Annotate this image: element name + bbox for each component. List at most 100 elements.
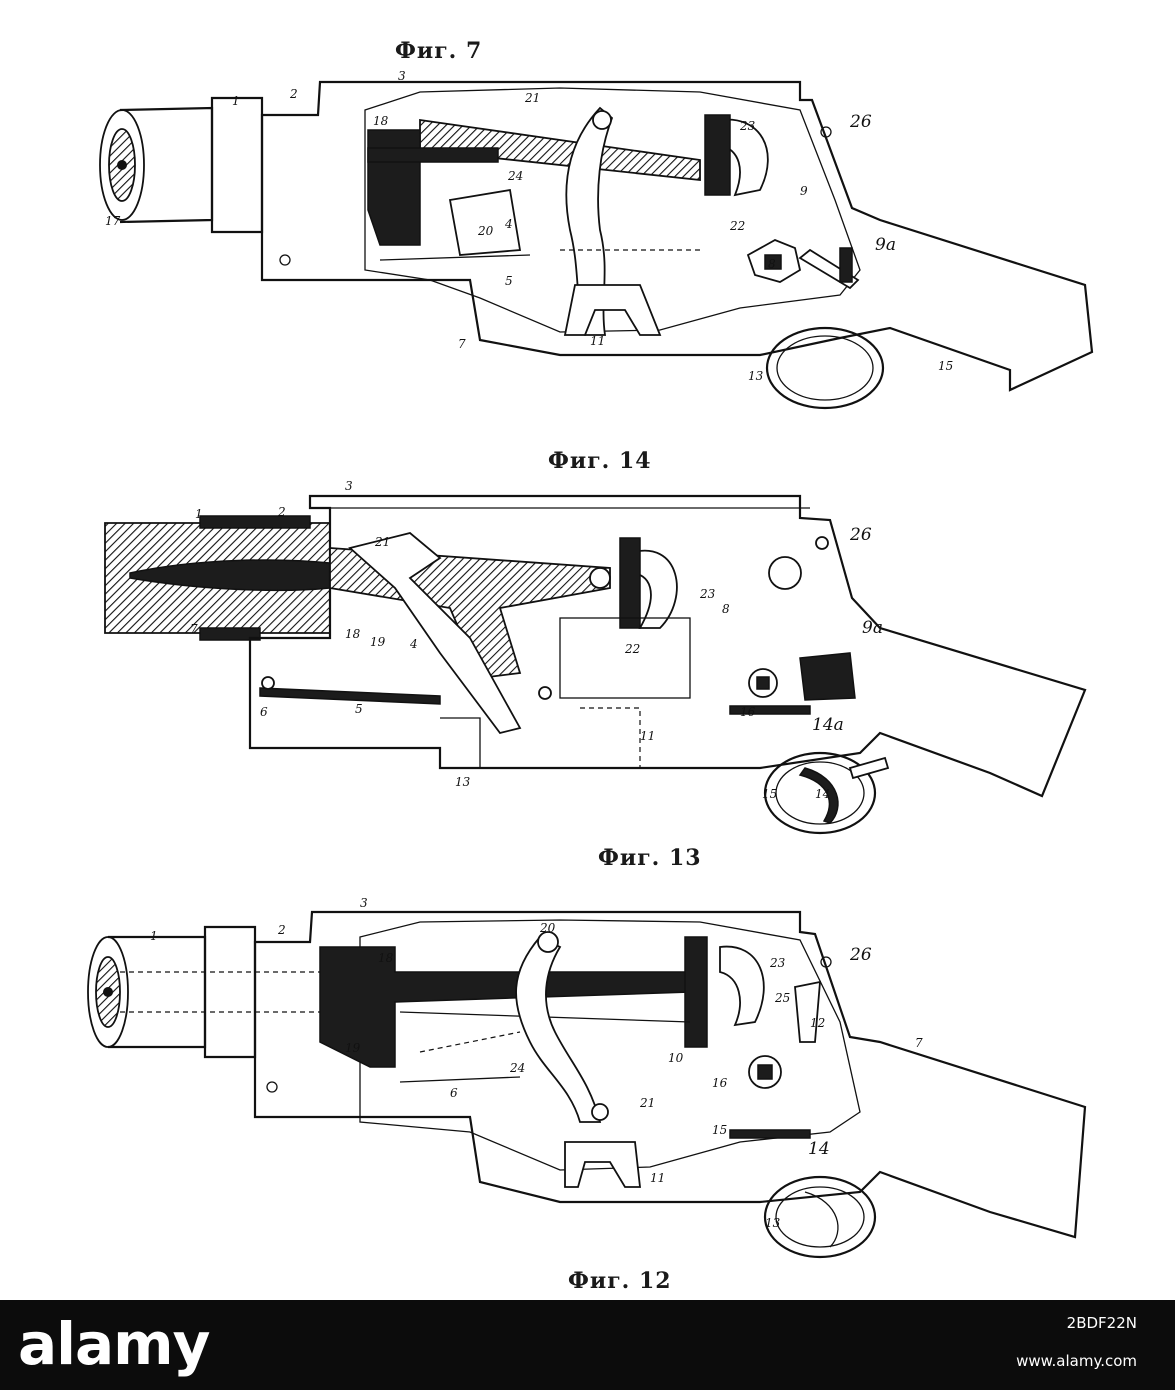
- post-9: [768, 556, 802, 590]
- svg-text:26: 26: [849, 945, 872, 965]
- screw-26-13: [815, 536, 829, 550]
- hammer-23-12: [719, 945, 765, 1027]
- svg-text:25: 25: [774, 991, 790, 1005]
- jacket-bottom: [199, 627, 261, 641]
- image-id: 2BDF22N: [1066, 1314, 1137, 1332]
- site-url: www.alamy.com: [1016, 1352, 1137, 1370]
- svg-text:18: 18: [373, 114, 389, 128]
- hammer-23: [719, 118, 769, 197]
- spring-pack: [799, 652, 856, 701]
- svg-text:14: 14: [808, 1139, 830, 1159]
- bolt-top-block: [684, 936, 708, 1048]
- svg-text:13: 13: [455, 775, 471, 789]
- diagram-plate: Фиг. 7: [0, 38, 1175, 1294]
- bolt-12: [319, 946, 691, 1068]
- guide-rod: [379, 254, 531, 261]
- svg-text:16: 16: [740, 705, 756, 719]
- bore-center: [117, 160, 127, 170]
- bore-center-12: [103, 987, 113, 997]
- svg-text:3: 3: [345, 479, 353, 493]
- receiver-screw: [279, 254, 291, 266]
- svg-text:11: 11: [650, 1171, 665, 1185]
- part-numbers-fig12: 1 2 3 26 7 14 13 15 16 11 21 20 18 19 23…: [150, 896, 923, 1230]
- latch-14: [729, 1129, 811, 1139]
- svg-text:1: 1: [195, 507, 203, 521]
- svg-text:21: 21: [639, 1096, 655, 1110]
- receiver-outline-13: [248, 494, 1087, 798]
- svg-text:22: 22: [729, 219, 745, 233]
- svg-text:22: 22: [624, 642, 640, 656]
- block-22: [704, 114, 731, 196]
- lever-21-12: [515, 935, 602, 1123]
- lever-pivot: [592, 110, 612, 130]
- svg-text:2: 2: [277, 923, 286, 937]
- lever-21: [565, 106, 614, 336]
- svg-text:13: 13: [765, 1216, 781, 1230]
- svg-text:23: 23: [739, 119, 756, 133]
- svg-text:6: 6: [450, 1086, 458, 1100]
- svg-text:7: 7: [190, 622, 198, 636]
- barrel-sleeve-12: [203, 925, 257, 1059]
- latch-14a: [729, 705, 811, 715]
- safety-center-12: [757, 1064, 773, 1080]
- svg-text:3: 3: [360, 896, 368, 910]
- svg-text:6: 6: [260, 705, 268, 719]
- caption-fig12: Фиг. 12: [568, 1268, 672, 1294]
- lever-fork-12: [564, 1141, 642, 1188]
- receiver-outline-12: [253, 910, 1087, 1239]
- svg-text:9: 9: [800, 184, 808, 198]
- svg-text:9a: 9a: [862, 618, 883, 638]
- cutaway-window: [364, 87, 861, 333]
- svg-text:5: 5: [355, 702, 363, 716]
- trigger-guard-12: [763, 1175, 877, 1259]
- svg-text:18: 18: [345, 627, 361, 641]
- screw-26-12: [820, 956, 832, 968]
- svg-text:5: 5: [505, 274, 513, 288]
- svg-text:23: 23: [699, 587, 716, 601]
- screw-mid: [538, 686, 552, 700]
- lever-fork: [563, 284, 662, 336]
- safety-center: [764, 254, 782, 270]
- foot-plate: [440, 717, 481, 768]
- svg-text:26: 26: [849, 525, 872, 545]
- receiver-screw-12: [266, 1081, 278, 1093]
- svg-text:4: 4: [504, 217, 513, 231]
- trigger-guard-inner-12: [775, 1186, 865, 1248]
- svg-text:21: 21: [374, 535, 390, 549]
- svg-text:19: 19: [345, 1041, 361, 1055]
- svg-text:10: 10: [668, 1051, 684, 1065]
- trigger-guard: [765, 326, 885, 410]
- svg-text:15: 15: [712, 1123, 727, 1137]
- figure-13-drawing: 1 2 3 26 9a 14a 14 15 16 13 11 21 22 23 …: [0, 478, 1175, 848]
- svg-text:3: 3: [398, 70, 406, 83]
- part-numbers-fig7: 1 2 3 26 9a 9 8 21 20 18 23 22 24 4 5 7 …: [105, 70, 953, 383]
- lower-plate-6: [259, 687, 441, 705]
- breech-bar: [367, 147, 499, 163]
- svg-text:16: 16: [712, 1076, 728, 1090]
- block-22-13: [619, 537, 641, 629]
- cock-lever: [794, 980, 821, 1043]
- svg-text:2: 2: [289, 87, 298, 101]
- svg-text:14: 14: [815, 787, 830, 801]
- svg-text:13: 13: [748, 369, 764, 383]
- receiver-outline: [260, 80, 1094, 392]
- svg-text:11: 11: [640, 729, 655, 743]
- carrier-pivot-13: [589, 567, 611, 589]
- hammer-23-13: [629, 549, 678, 629]
- trigger-guard-13: [763, 751, 877, 835]
- figure-12-drawing: 1 2 3 26 7 14 13 15 16 11 21 20 18 19 23…: [0, 892, 1175, 1262]
- lever-lower-pivot: [591, 1103, 609, 1121]
- svg-text:7: 7: [458, 337, 466, 351]
- lever-pivot-12: [537, 931, 559, 953]
- jacket-top: [199, 515, 311, 529]
- caption-fig7: Фиг. 7: [395, 38, 483, 64]
- svg-text:18: 18: [378, 951, 394, 965]
- svg-text:14a: 14a: [812, 715, 844, 735]
- part-numbers-fig13: 1 2 3 26 9a 14a 14 15 16 13 11 21 22 23 …: [190, 479, 883, 801]
- svg-text:20: 20: [477, 224, 494, 238]
- trigger-14: [798, 767, 839, 824]
- trigger-14-12: [804, 1191, 839, 1248]
- svg-text:24: 24: [509, 1061, 525, 1075]
- watermark-footer: alamy 2BDF22N www.alamy.com: [0, 1300, 1175, 1390]
- svg-text:15: 15: [762, 787, 777, 801]
